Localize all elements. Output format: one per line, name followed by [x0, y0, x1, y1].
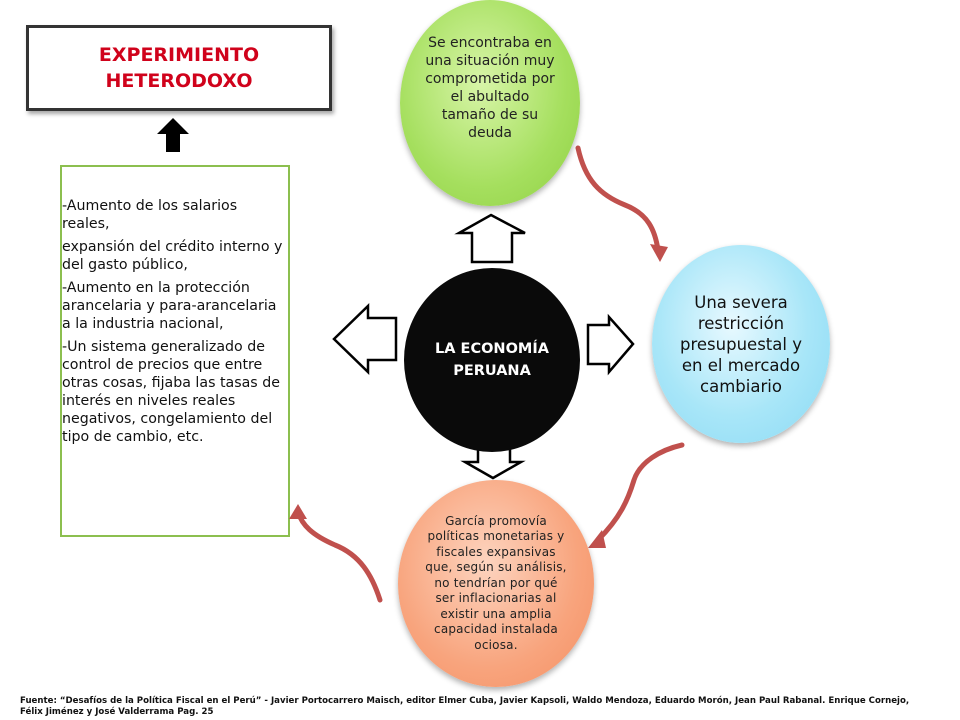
curved-arrow-bottom-to-left [295, 509, 383, 603]
debt-circle: Se encontraba en una situación muy compr… [400, 0, 580, 206]
center-circle: LA ECONOMÍA PERUANA [404, 268, 580, 452]
measure-item: -Aumento en la protección arancelaria y … [62, 280, 277, 332]
arrowhead-icon [289, 504, 307, 519]
title-box: EXPERIMIENTO HETERODOXO [26, 25, 332, 111]
restriction-circle-text: Una severa restricción presupuestal y en… [680, 292, 802, 396]
center-circle-text: LA ECONOMÍA PERUANA [435, 341, 549, 379]
up-hollow-arrow-icon [454, 213, 526, 264]
arrowhead-icon [588, 530, 606, 548]
curved-arrow-top-to-right [575, 145, 661, 253]
policy-circle: García promovía políticas monetarias y f… [398, 480, 594, 687]
restriction-circle: Una severa restricción presupuestal y en… [652, 245, 830, 443]
measure-item: -Un sistema generalizado de control de p… [62, 339, 280, 445]
up-arrow-icon [157, 118, 189, 152]
measures-list: -Aumento de los salarios reales, expansi… [62, 197, 288, 451]
arrowhead-icon [650, 244, 668, 262]
curved-arrow-right-to-bottom [595, 442, 685, 543]
source-note: Fuente: “Desafíos de la Política Fiscal … [20, 696, 910, 717]
measures-box: -Aumento de los salarios reales, expansi… [60, 165, 290, 537]
measure-item: expansión del crédito interno y del gast… [62, 239, 283, 273]
left-hollow-arrow-icon [332, 303, 398, 375]
policy-circle-text: García promovía políticas monetarias y f… [425, 513, 567, 652]
title-text: EXPERIMIENTO HETERODOXO [98, 44, 260, 92]
debt-circle-text: Se encontraba en una situación muy compr… [425, 35, 555, 141]
measure-item: -Aumento de los salarios reales, [62, 198, 238, 232]
right-hollow-arrow-icon [586, 313, 635, 376]
